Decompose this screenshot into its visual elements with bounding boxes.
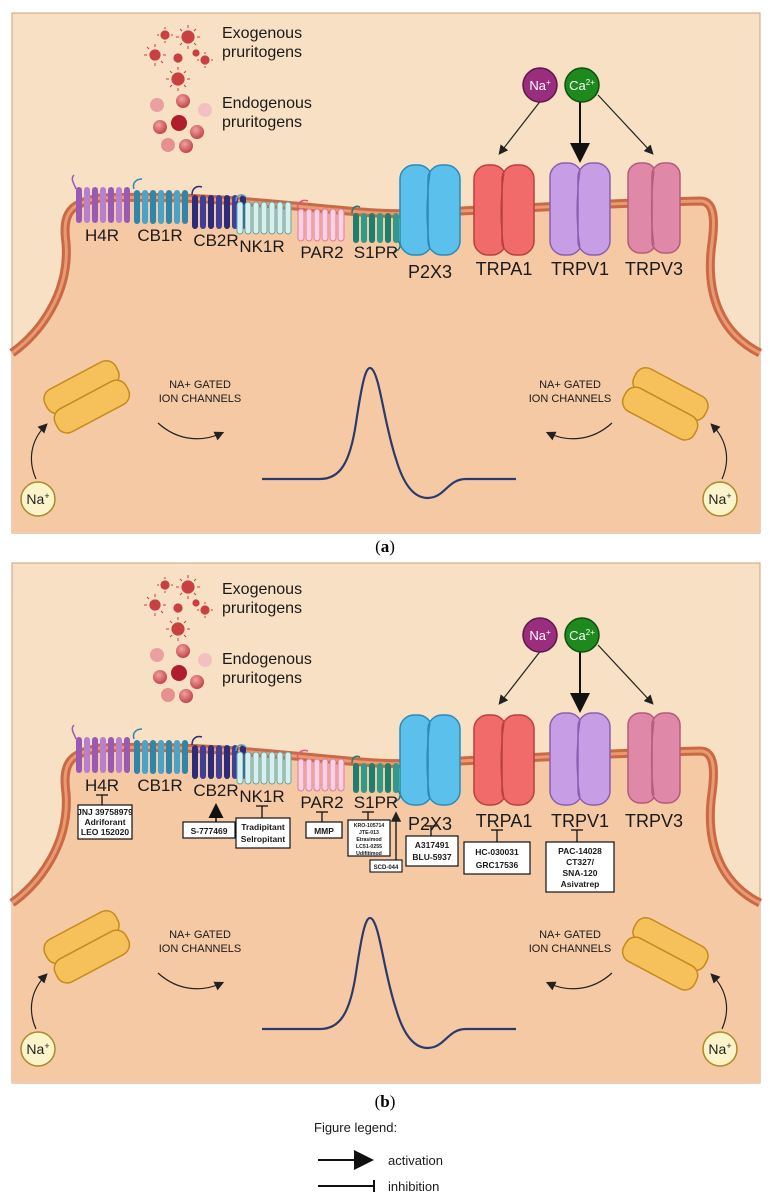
na-gated-left-2-b: ION CHANNELS [159, 943, 242, 955]
svg-text:HC-030031: HC-030031 [475, 847, 519, 857]
na-ion-label-b: Na+ [529, 628, 551, 643]
na-gated-left-2: ION CHANNELS [159, 393, 242, 405]
svg-text:LC51-0255: LC51-0255 [356, 844, 382, 850]
channel-p2x3: P2X3 [408, 262, 452, 282]
svg-text:A317491: A317491 [415, 840, 450, 850]
receptor-h4r-b: H4R [85, 776, 119, 795]
legend-title: Figure legend: [314, 1120, 397, 1135]
channel-trpv1: TRPV1 [551, 259, 609, 279]
svg-text:CT327/: CT327/ [566, 857, 595, 867]
svg-text:Adriforant: Adriforant [84, 817, 125, 827]
receptor-h4r: H4R [85, 226, 119, 245]
svg-text:JTE-013: JTE-013 [359, 830, 379, 836]
receptor-s1pr-b: S1PR [354, 793, 398, 812]
na-ion-right-b: Na+ [708, 1041, 731, 1057]
trpv1-inhibitor-box: PAC-14028 CT327/ SNA-120 Asivatrep [545, 829, 615, 893]
endogenous-label-1-b: Endogenous [222, 651, 312, 668]
channel-trpa1: TRPA1 [476, 259, 533, 279]
channel-trpv3: TRPV3 [625, 259, 683, 279]
svg-text:SCD-044: SCD-044 [374, 865, 399, 871]
na-ion-right: Na+ [708, 491, 731, 507]
ca-ion-label-b: Ca2+ [569, 628, 595, 643]
svg-text:Udifitimod: Udifitimod [356, 851, 382, 857]
cb2r-agonist-box: S-777469 [182, 803, 236, 839]
p2x3-inhibitor-box: A317491 BLU-5937 [405, 825, 459, 867]
na-ion-label: Na+ [529, 78, 551, 93]
legend-inhibition: inhibition [388, 1179, 439, 1194]
channel-p2x3-b: P2X3 [408, 814, 452, 834]
na-gated-right-1: NA+ GATED [539, 379, 601, 391]
svg-text:S-777469: S-777469 [191, 826, 228, 836]
svg-text:Etrasimod: Etrasimod [356, 837, 381, 843]
receptor-nk1r: NK1R [239, 237, 284, 256]
legend-activation: activation [388, 1153, 443, 1168]
svg-text:Asivatrep: Asivatrep [561, 879, 600, 889]
channel-trpv3-b: TRPV3 [625, 811, 683, 831]
endogenous-label-2-b: pruritogens [222, 670, 302, 687]
figure-legend: Figure legend: activation inhibition [314, 1120, 443, 1194]
svg-text:MMP: MMP [314, 826, 334, 836]
svg-text:LEO 152020: LEO 152020 [81, 827, 129, 837]
nk1r-inhibitor-box: Tradipitant Selropitant [235, 805, 291, 849]
svg-text:Tradipitant: Tradipitant [241, 822, 285, 832]
s1pr-agonist-box: SCD-044 [369, 811, 403, 873]
panel-b-text: Exogenous pruritogens Endogenous prurito… [26, 581, 731, 1057]
endogenous-label-2: pruritogens [222, 114, 302, 131]
par2-inhibitor-box: MMP [305, 811, 343, 839]
exogenous-label-2-b: pruritogens [222, 600, 302, 617]
svg-text:JNJ 39758979: JNJ 39758979 [77, 807, 133, 817]
s1pr-inhibitor-box: KRO-105714 JTE-013 Etrasimod LC51-0255 U… [347, 811, 391, 857]
exogenous-label-1-b: Exogenous [222, 581, 302, 598]
caption-a: (a) [375, 537, 395, 556]
receptor-par2-b: PAR2 [300, 793, 343, 812]
h4r-inhibitor-box: JNJ 39758979 Adriforant LEO 152020 [77, 794, 133, 840]
na-gated-right-2-b: ION CHANNELS [529, 943, 612, 955]
na-gated-left-1: NA+ GATED [169, 379, 231, 391]
svg-text:KRO-105714: KRO-105714 [354, 823, 385, 829]
svg-text:SNA-120: SNA-120 [563, 868, 598, 878]
na-ion-left: Na+ [26, 491, 49, 507]
receptor-cb1r-b: CB1R [137, 776, 182, 795]
receptor-cb2r: CB2R [193, 231, 238, 250]
endogenous-label-1: Endogenous [222, 95, 312, 112]
na-gated-right-1-b: NA+ GATED [539, 929, 601, 941]
svg-text:Selropitant: Selropitant [241, 834, 286, 844]
svg-text:GRC17536: GRC17536 [476, 860, 519, 870]
svg-text:PAC-14028: PAC-14028 [558, 846, 602, 856]
channel-trpa1-b: TRPA1 [476, 811, 533, 831]
exogenous-label-2: pruritogens [222, 44, 302, 61]
caption-b: (b) [375, 1092, 396, 1111]
receptor-cb1r: CB1R [137, 226, 182, 245]
receptor-s1pr: S1PR [354, 243, 398, 262]
svg-text:BLU-5937: BLU-5937 [412, 852, 451, 862]
na-ion-left-b: Na+ [26, 1041, 49, 1057]
na-gated-left-1-b: NA+ GATED [169, 929, 231, 941]
receptor-cb2r-b: CB2R [193, 781, 238, 800]
panel-a-text: Exogenous pruritogens Endogenous prurito… [26, 25, 731, 507]
receptor-nk1r-b: NK1R [239, 787, 284, 806]
receptor-par2: PAR2 [300, 243, 343, 262]
na-gated-right-2: ION CHANNELS [529, 393, 612, 405]
inhibition-bar-icon [318, 1180, 375, 1192]
channel-trpv1-b: TRPV1 [551, 811, 609, 831]
trpa1-inhibitor-box: HC-030031 GRC17536 [463, 829, 531, 875]
exogenous-label-1: Exogenous [222, 25, 302, 42]
ca-ion-label: Ca2+ [569, 78, 595, 93]
